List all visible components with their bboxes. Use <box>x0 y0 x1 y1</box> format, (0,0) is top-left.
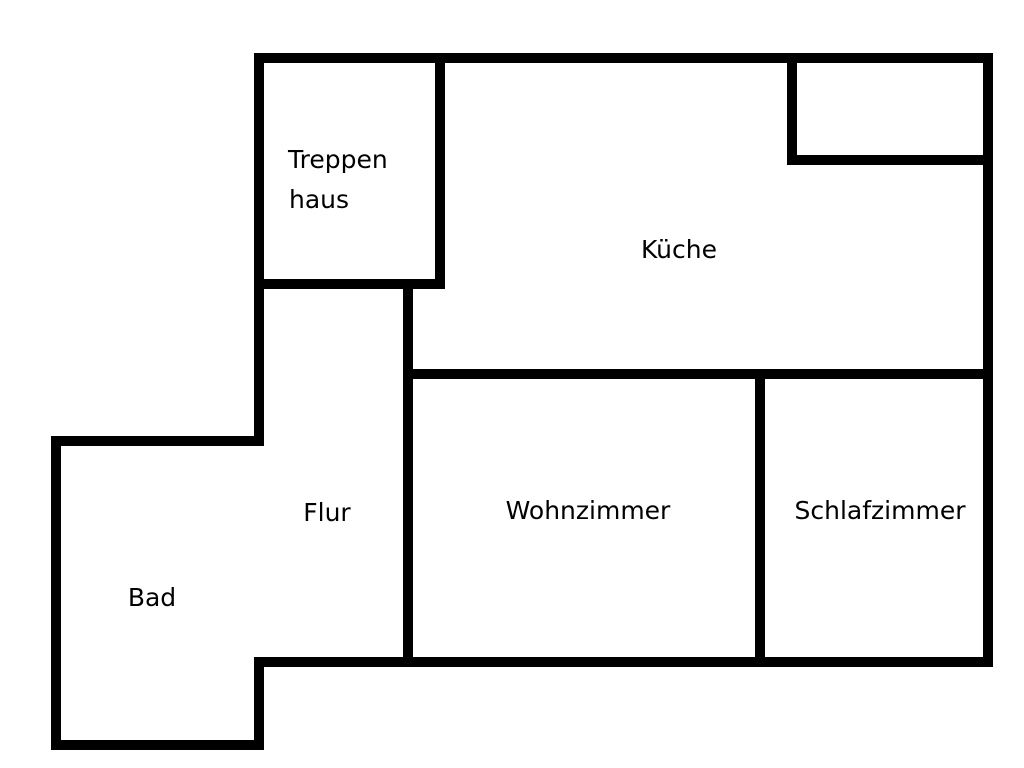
stairwell-label-line2: haus <box>289 185 349 214</box>
living-room-label: Wohnzimmer <box>506 496 671 525</box>
bathroom-label: Bad <box>128 583 176 612</box>
stairwell-label-line1: Treppen <box>287 145 388 174</box>
bedroom-label: Schlafzimmer <box>795 496 967 525</box>
outer-wall <box>254 53 993 667</box>
kitchen-label: Küche <box>641 235 717 264</box>
stairwell-wall <box>254 53 445 289</box>
alcove-wall <box>787 53 993 165</box>
bathroom-wall <box>51 436 264 750</box>
hallway-label: Flur <box>303 498 351 527</box>
